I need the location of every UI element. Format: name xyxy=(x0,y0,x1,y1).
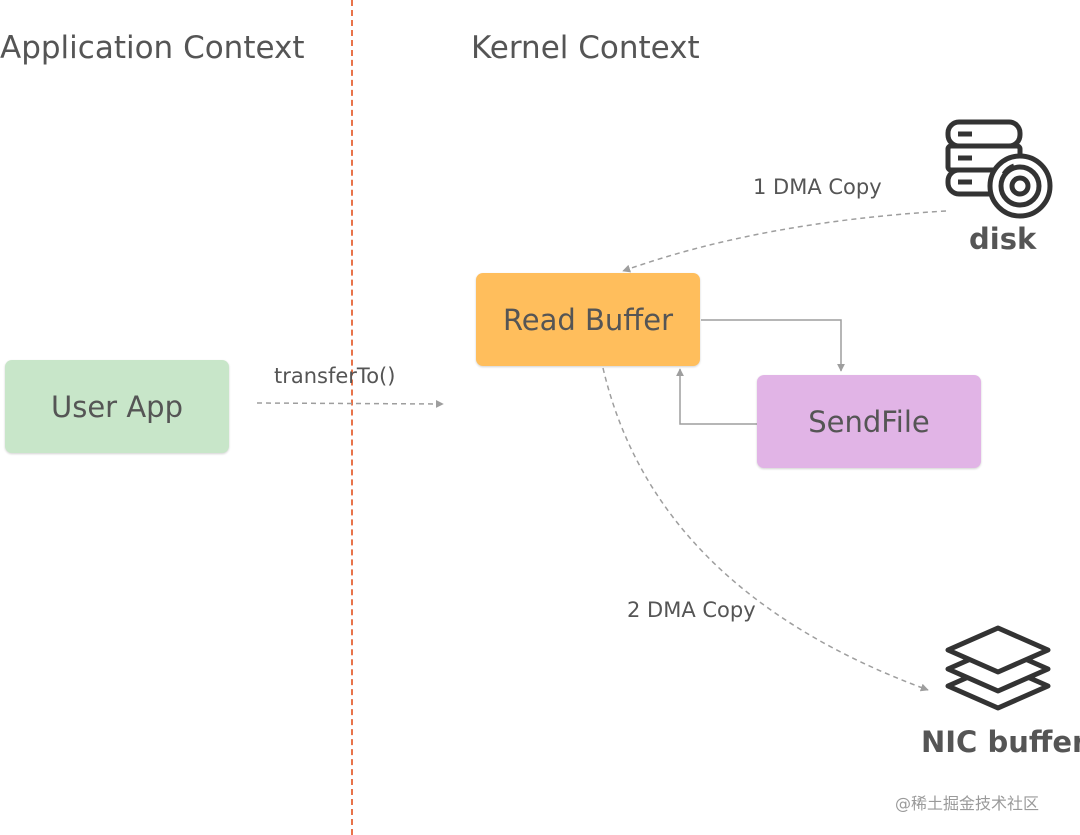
transfer-to-label: transferTo() xyxy=(274,364,396,388)
nic-buffer-label: NIC buffer xyxy=(921,725,1080,759)
sendfile-to-read-buffer-arrow xyxy=(676,368,757,425)
context-divider xyxy=(351,0,353,835)
disk-icon xyxy=(945,119,1053,219)
sendfile-node: SendFile xyxy=(757,375,981,468)
transfer-to-arrow xyxy=(256,399,444,408)
dma-copy-1-arrow xyxy=(622,210,947,273)
read-buffer-node: Read Buffer xyxy=(476,273,700,366)
dma-copy-1-label: 1 DMA Copy xyxy=(753,175,882,199)
user-app-node: User App xyxy=(5,360,229,453)
kernel-context-title: Kernel Context xyxy=(471,30,700,66)
disk-label: disk xyxy=(969,222,1037,256)
stacked-layers-icon xyxy=(945,625,1051,711)
application-context-title: Application Context xyxy=(0,30,305,66)
read-buffer-to-sendfile-arrow xyxy=(701,319,845,372)
watermark: @稀土掘金技术社区 xyxy=(895,794,1040,813)
dma-copy-2-label: 2 DMA Copy xyxy=(627,598,756,622)
